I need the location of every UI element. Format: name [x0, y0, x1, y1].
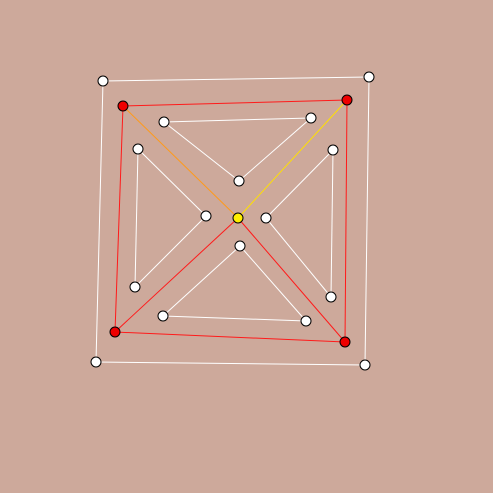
edge-right-tri-t-right-tri-b	[330, 149, 334, 298]
edge-outer-tr-outer-br	[364, 76, 370, 366]
edge-outer-bl-outer-tl	[95, 80, 104, 363]
node-right-tri-apex[interactable]	[260, 212, 272, 224]
edge-bottom-tri-l-bottom-tri-apex	[162, 245, 241, 317]
edge-top-tri-l-top-tri-r	[163, 117, 312, 123]
edge-bottom-tri-l-bottom-tri-r	[162, 315, 307, 322]
node-bottom-tri-r[interactable]	[300, 315, 312, 327]
edge-red-tr-red-br	[344, 99, 348, 343]
node-outer-bl[interactable]	[90, 356, 102, 368]
edge-left-tri-t-left-tri-apex	[137, 148, 207, 217]
edge-top-tri-l-top-tri-apex	[163, 121, 240, 182]
node-left-tri-t[interactable]	[132, 143, 144, 155]
edge-outer-br-outer-bl	[95, 361, 366, 366]
node-outer-tl[interactable]	[97, 75, 109, 87]
node-right-tri-t[interactable]	[327, 144, 339, 156]
edge-red-br-center	[237, 217, 346, 343]
node-top-tri-r[interactable]	[305, 112, 317, 124]
node-red-bl[interactable]	[109, 326, 121, 338]
edge-top-tri-r-top-tri-apex	[238, 117, 312, 182]
edge-red-tl-center	[122, 105, 239, 219]
node-right-tri-b[interactable]	[325, 291, 337, 303]
node-outer-br[interactable]	[359, 359, 371, 371]
edge-red-bl-center	[114, 217, 239, 333]
edge-bottom-tri-r-bottom-tri-apex	[239, 245, 307, 322]
node-left-tri-b[interactable]	[129, 281, 141, 293]
edge-right-tri-t-right-tri-apex	[265, 149, 334, 219]
edge-right-tri-b-right-tri-apex	[265, 217, 332, 298]
edge-red-bl-red-tl	[114, 105, 124, 333]
edge-red-tr-center	[237, 99, 348, 219]
node-red-br[interactable]	[339, 336, 351, 348]
edge-red-br-red-bl	[114, 331, 346, 343]
node-red-tr[interactable]	[341, 94, 353, 106]
node-outer-tr[interactable]	[363, 71, 375, 83]
nodes-layer[interactable]	[90, 71, 375, 371]
edges-layer	[95, 76, 370, 366]
edge-red-tl-red-tr	[122, 99, 348, 107]
node-red-tl[interactable]	[117, 100, 129, 112]
edge-outer-tl-outer-tr	[102, 76, 370, 82]
node-bottom-tri-l[interactable]	[157, 310, 169, 322]
node-left-tri-apex[interactable]	[200, 210, 212, 222]
edge-left-tri-t-left-tri-b	[134, 148, 139, 288]
node-bottom-tri-apex[interactable]	[234, 240, 246, 252]
edge-left-tri-b-left-tri-apex	[134, 215, 207, 288]
node-top-tri-apex[interactable]	[233, 175, 245, 187]
node-top-tri-l[interactable]	[158, 116, 170, 128]
node-center[interactable]	[232, 212, 244, 224]
